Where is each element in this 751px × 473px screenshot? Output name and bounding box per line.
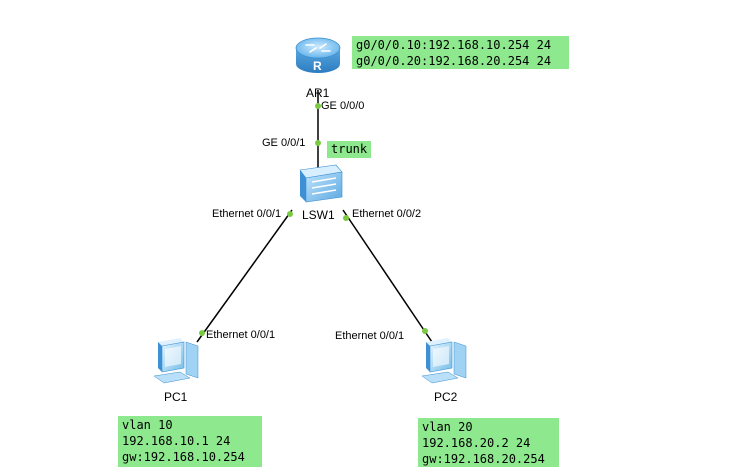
note-line: 192.168.10.1 24 (122, 434, 231, 448)
pc-icon[interactable] (421, 338, 467, 384)
switch-icon[interactable] (299, 164, 343, 203)
port-label-lsw1-ge001: GE 0/0/1 (262, 137, 306, 149)
port-label-lsw1-e002: Ethernet 0/0/2 (352, 208, 422, 220)
port-dot-pc1-e001 (199, 330, 205, 336)
svg-text:R: R (313, 59, 322, 73)
port-label-pc1-e001: Ethernet 0/0/1 (206, 329, 276, 341)
port-label-ar1-ge000: GE 0/0/0 (321, 100, 365, 112)
port-dot-lsw1-e002 (343, 215, 349, 221)
note-line: g0/0/0.20:192.168.20.254 24 (356, 54, 552, 68)
pc2-name: PC2 (434, 390, 458, 404)
note-line: vlan 20 (422, 420, 473, 434)
switch-name: LSW1 (302, 208, 335, 222)
port-dot-lsw1-ge001 (315, 140, 321, 146)
trunk-note: trunk (327, 141, 371, 158)
note-line: g0/0/0.10:192.168.10.254 24 (356, 38, 552, 52)
router-name: AR1 (306, 86, 330, 100)
note-line: gw:192.168.10.254 (122, 450, 245, 464)
port-label-pc2-e001: Ethernet 0/0/1 (335, 330, 405, 342)
router-subinterface-note: g0/0/0.10:192.168.10.254 24 g0/0/0.20:19… (352, 36, 569, 69)
pc1-name: PC1 (164, 390, 188, 404)
note-line: 192.168.20.2 24 (422, 436, 531, 450)
note-line: vlan 10 (122, 418, 173, 432)
port-dot-lsw1-e001 (287, 211, 293, 217)
pc2-config-note: vlan 20 192.168.20.2 24 gw:192.168.20.25… (418, 418, 559, 467)
pc-icon[interactable] (153, 338, 199, 384)
pc1-config-note: vlan 10 192.168.10.1 24 gw:192.168.10.25… (118, 416, 262, 467)
link-lsw1-pc1 (196, 209, 293, 343)
router-icon[interactable]: R (295, 37, 341, 73)
note-line: gw:192.168.20.254 (422, 452, 545, 466)
link-lsw1-pc2 (342, 209, 433, 343)
port-label-lsw1-e001: Ethernet 0/0/1 (212, 208, 282, 220)
port-dot-pc2-e001 (422, 328, 428, 334)
port-dot-ar1-ge000 (315, 103, 321, 109)
